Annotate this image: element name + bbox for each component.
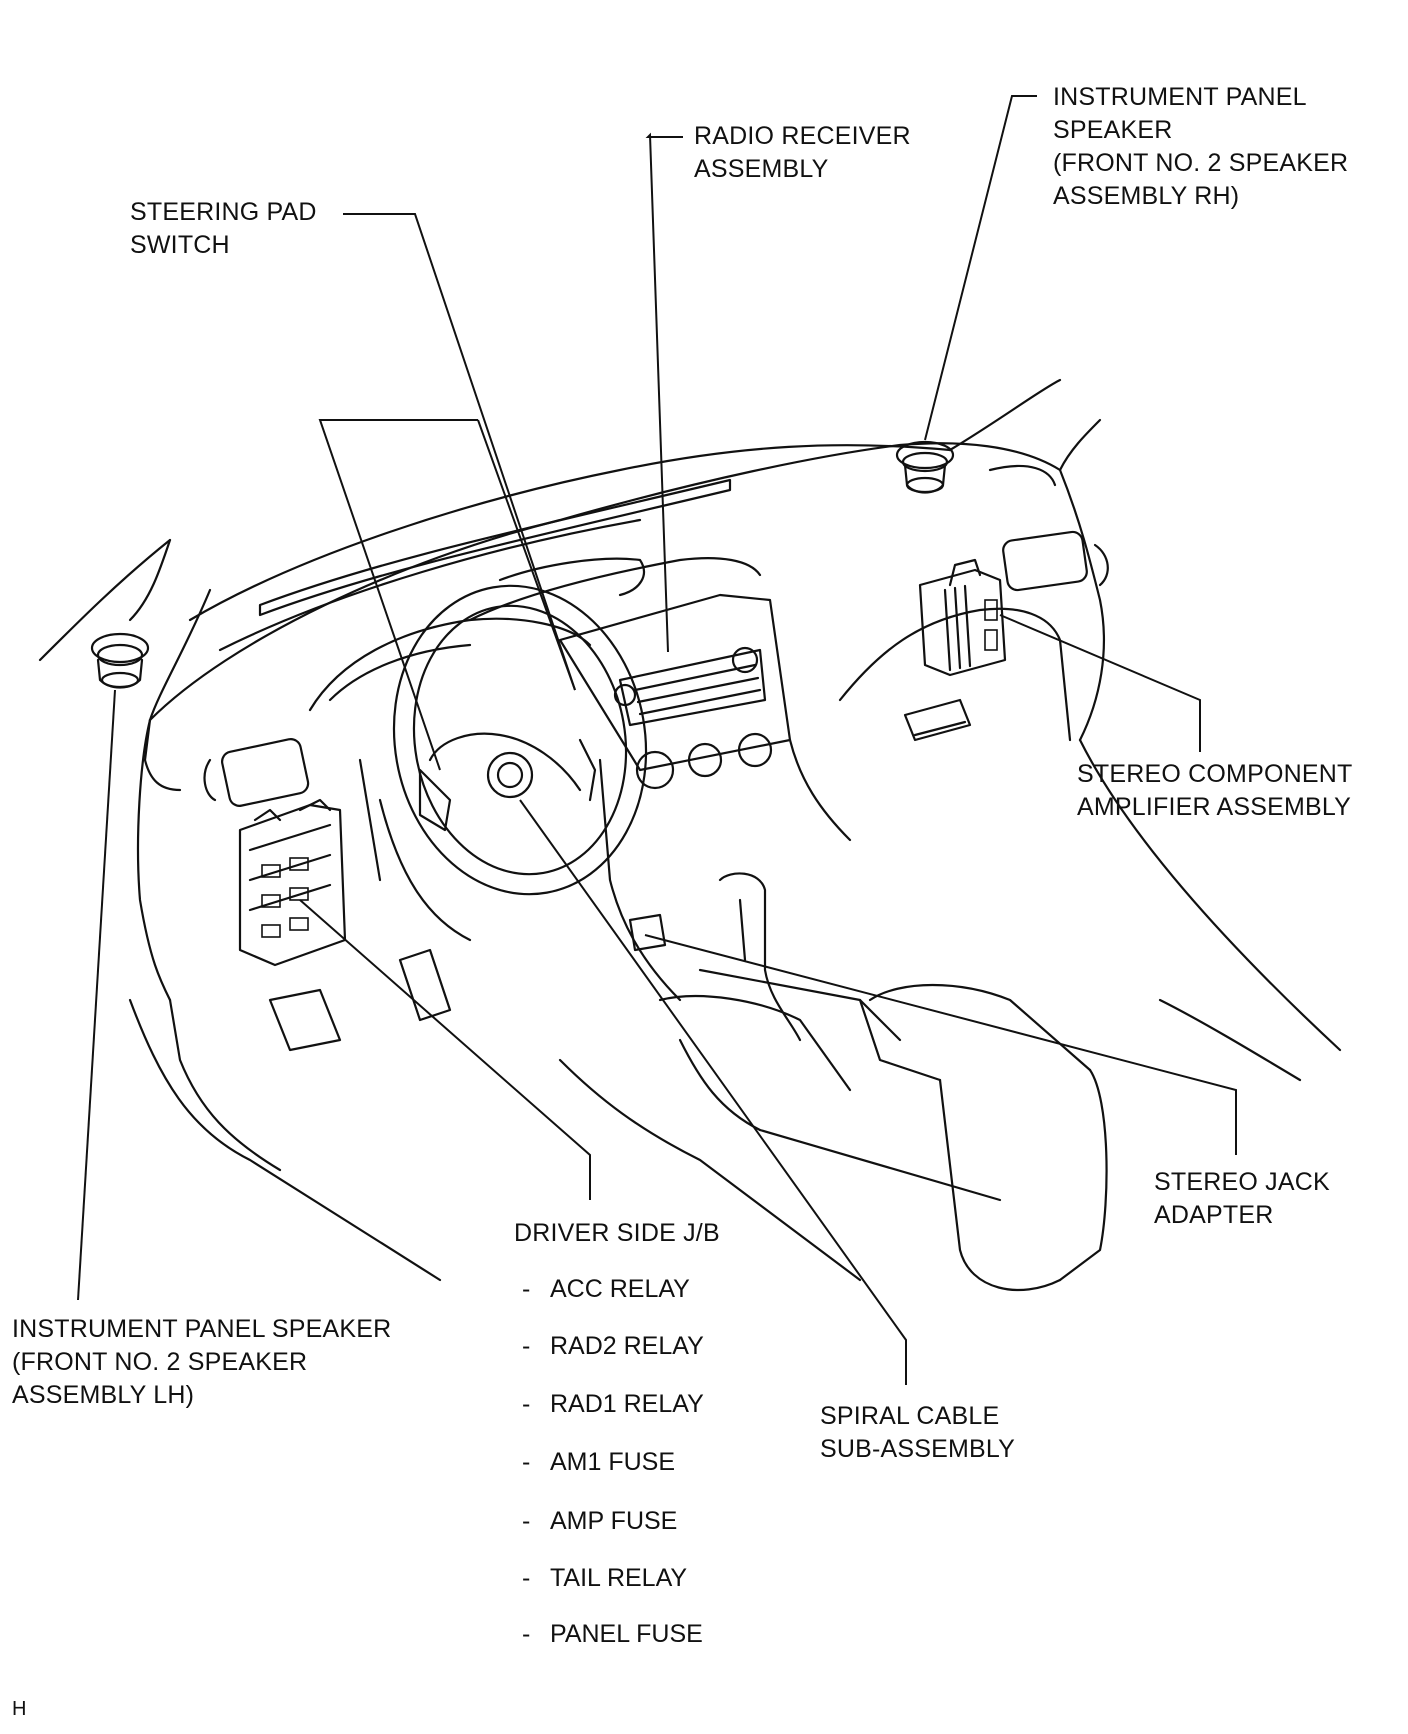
jb-item-label: RAD1 RELAY: [550, 1390, 704, 1418]
label-line: STEREO JACK: [1154, 1168, 1330, 1196]
list-dash: -: [522, 1275, 531, 1303]
label-line: INSTRUMENT PANEL: [1053, 83, 1307, 111]
instrument-cluster: [308, 617, 592, 882]
label-driver-side-jb: DRIVER SIDE J/B: [514, 1217, 720, 1250]
label-radio-receiver: RADIO RECEIVER ASSEMBLY: [694, 120, 911, 186]
list-dash: -: [522, 1564, 531, 1592]
list-dash: -: [522, 1390, 531, 1418]
label-line: (FRONT NO. 2 SPEAKER: [12, 1348, 308, 1376]
leader-lines: [77, 95, 1237, 1385]
amplifier-box: [918, 558, 1007, 677]
corner-mark: H: [12, 1698, 27, 1720]
label-line: RADIO RECEIVER: [694, 122, 911, 150]
label-line: ASSEMBLY RH): [1053, 182, 1240, 210]
jb-item-label: AMP FUSE: [550, 1507, 678, 1535]
label-line: AMPLIFIER ASSEMBLY: [1077, 793, 1352, 821]
floor-lines: [128, 738, 1342, 1282]
label-line: ASSEMBLY LH): [12, 1381, 195, 1409]
label-line: SWITCH: [130, 231, 230, 259]
jb-item: -RAD2 RELAY: [522, 1332, 704, 1361]
label-line: STEERING PAD: [130, 198, 317, 226]
label-line: ADAPTER: [1154, 1201, 1274, 1229]
label-instrument-panel-speaker-lh: INSTRUMENT PANEL SPEAKER (FRONT NO. 2 SP…: [12, 1313, 391, 1412]
glovebox-handle: [903, 698, 972, 742]
label-instrument-panel-speaker-rh: INSTRUMENT PANEL SPEAKER (FRONT NO. 2 SP…: [1053, 81, 1348, 213]
jb-item: -RAD1 RELAY: [522, 1390, 704, 1419]
jb-item-label: ACC RELAY: [550, 1275, 690, 1303]
speaker-lh: [90, 632, 150, 689]
label-line: SPIRAL CABLE: [820, 1402, 1000, 1430]
list-dash: -: [522, 1507, 531, 1535]
label-stereo-jack-adapter: STEREO JACK ADAPTER: [1154, 1166, 1330, 1232]
speaker-rh: [895, 440, 955, 494]
label-line: INSTRUMENT PANEL SPEAKER: [12, 1315, 392, 1343]
label-steering-pad-switch: STEERING PAD SWITCH: [130, 196, 317, 262]
center-stack: [468, 557, 1072, 1002]
jb-item: -PANEL FUSE: [522, 1620, 703, 1649]
label-line: DRIVER SIDE J/B: [514, 1219, 720, 1247]
label-line: ASSEMBLY: [694, 155, 829, 183]
label-line: STEREO COMPONENT: [1077, 760, 1353, 788]
label-stereo-component-amplifier: STEREO COMPONENT AMPLIFIER ASSEMBLY: [1077, 758, 1352, 824]
jb-item: -TAIL RELAY: [522, 1564, 687, 1593]
label-line: SPEAKER: [1053, 116, 1173, 144]
list-dash: -: [522, 1448, 531, 1476]
list-dash: -: [522, 1332, 531, 1360]
jb-item: -AM1 FUSE: [522, 1448, 675, 1477]
jb-item-label: AM1 FUSE: [550, 1448, 676, 1476]
jb-item-label: PANEL FUSE: [550, 1620, 703, 1648]
label-spiral-cable: SPIRAL CABLE SUB-ASSEMBLY: [820, 1400, 1015, 1466]
dashboard-outline: [38, 378, 1105, 1002]
list-dash: -: [522, 1620, 531, 1648]
jb-item-label: RAD2 RELAY: [550, 1332, 704, 1360]
floor-console: [628, 872, 1108, 1292]
jb-item-label: TAIL RELAY: [550, 1564, 688, 1592]
driver-jb-box: [238, 798, 347, 967]
label-line: (FRONT NO. 2 SPEAKER: [1053, 149, 1349, 177]
jb-item: -ACC RELAY: [522, 1275, 690, 1304]
steering-wheel: [378, 584, 648, 942]
jb-item: -AMP FUSE: [522, 1507, 677, 1536]
label-line: SUB-ASSEMBLY: [820, 1435, 1016, 1463]
dash-vents: [203, 530, 1109, 807]
